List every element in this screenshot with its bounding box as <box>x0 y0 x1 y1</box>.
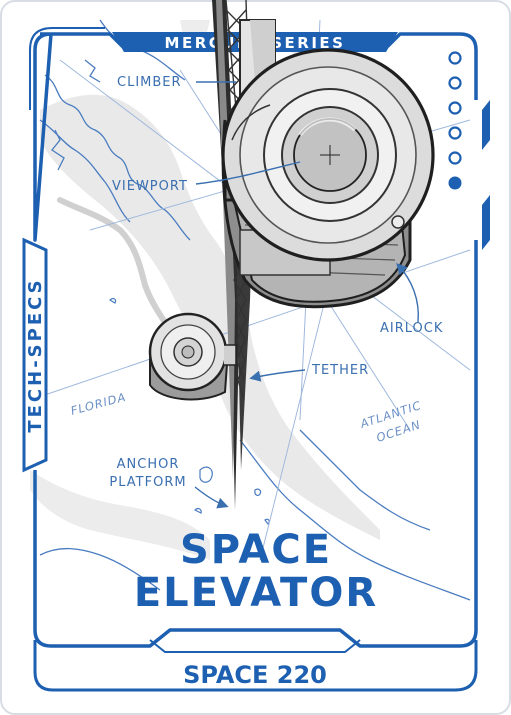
callout-tether: TETHER <box>311 363 369 378</box>
card-indicator-dots <box>448 51 462 190</box>
side-tab: TECH-SPECS <box>22 237 48 473</box>
coastline-sketch <box>39 19 471 601</box>
card-title-line1: SPACE <box>180 527 332 573</box>
callout-viewport: VIEWPORT <box>112 179 188 194</box>
callout-climber: CLIMBER <box>117 75 182 90</box>
brand-logo: SPACE 220 <box>183 661 327 689</box>
indicator-dot <box>448 151 462 165</box>
card-title-line2: ELEVATOR <box>134 570 378 616</box>
indicator-dot-active <box>448 176 462 190</box>
islands <box>109 297 270 525</box>
indicator-dot <box>448 101 462 115</box>
callout-anchor-line2: PLATFORM <box>109 475 186 490</box>
indicator-dot <box>448 51 462 65</box>
indicator-dot <box>448 76 462 90</box>
callout-airlock: AIRLOCK <box>380 321 443 336</box>
indicator-dot <box>448 126 462 140</box>
main-pod-illustration <box>221 48 435 309</box>
callout-leaders <box>194 81 420 509</box>
callout-anchor-line1: ANCHOR <box>117 457 180 472</box>
tech-specs-label: TECH-SPECS <box>25 277 46 432</box>
anchor-platform-illustration <box>148 312 237 401</box>
